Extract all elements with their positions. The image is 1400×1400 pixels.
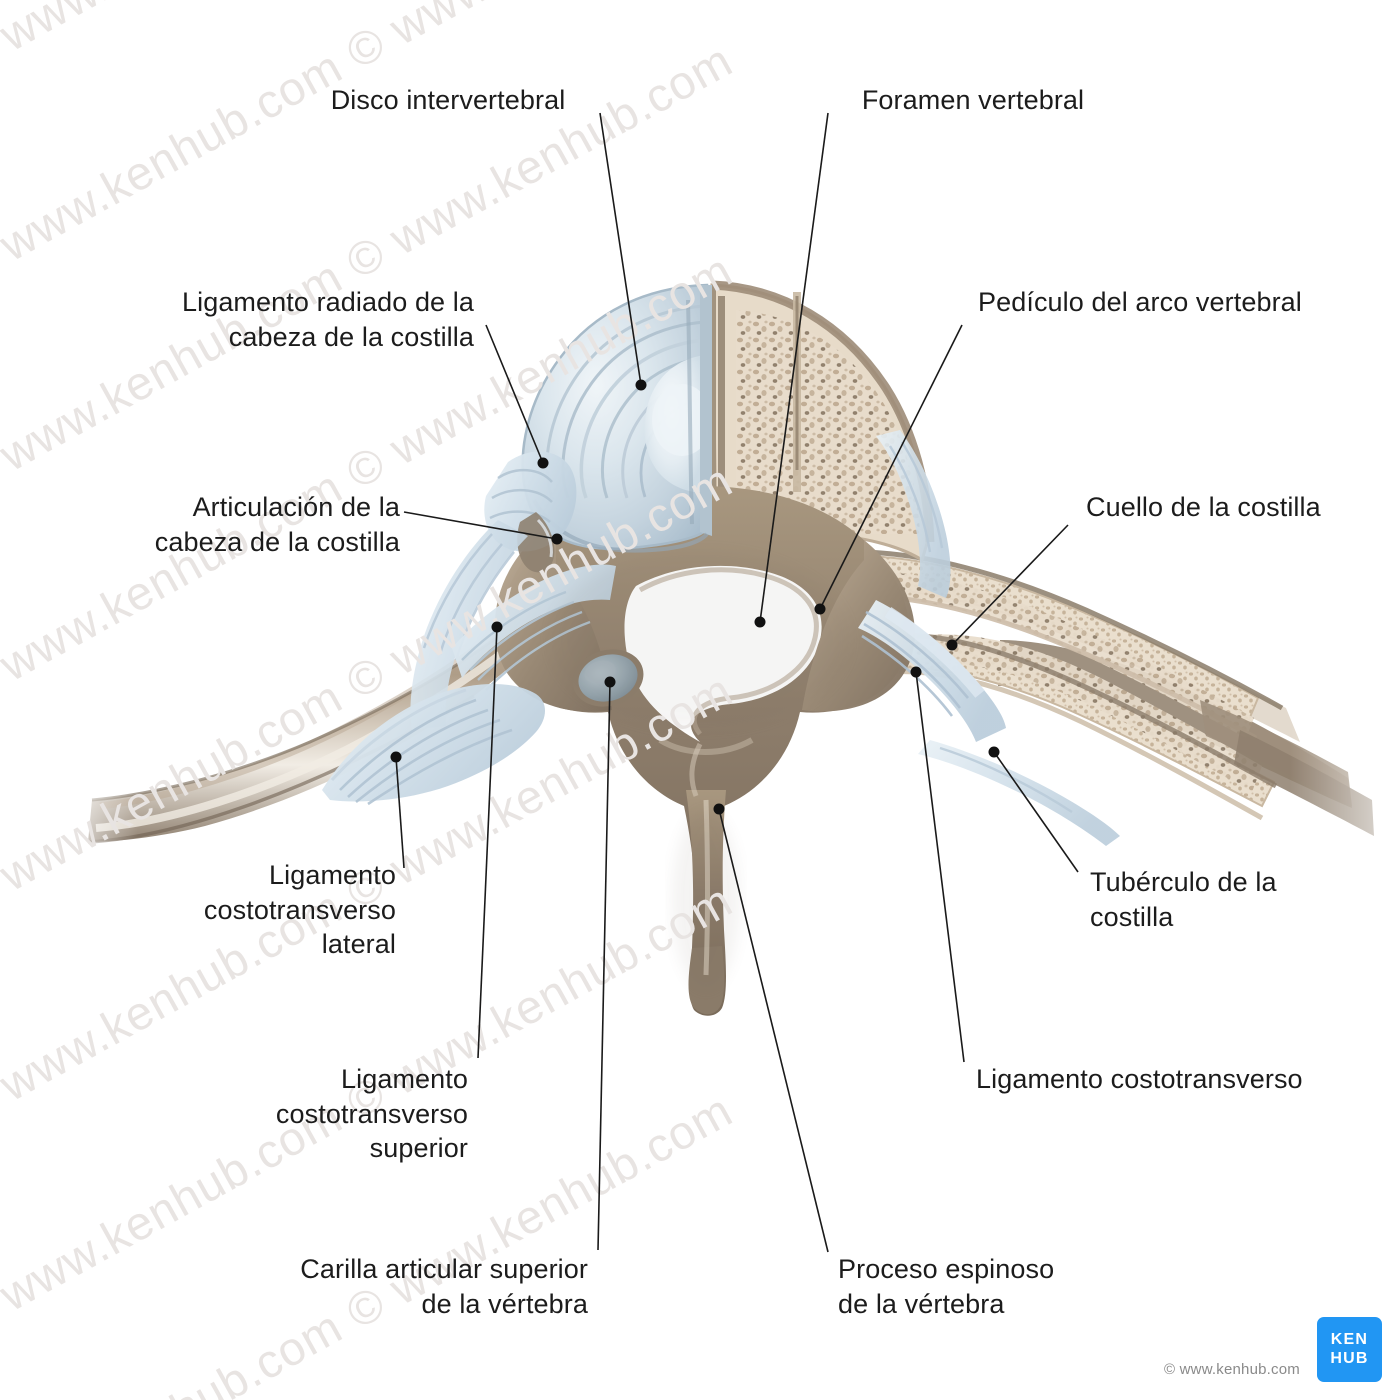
copyright-text: © www.kenhub.com [1164,1361,1300,1378]
label-ligamento-costotransverso-superior: Ligamento costotransverso superior [275,1064,468,1164]
kenhub-logo[interactable]: KEN HUB [1317,1317,1382,1382]
label-articulacion-cabeza-costilla: Articulación de la cabeza de la costilla [154,492,400,557]
label-disco-intervertebral: Disco intervertebral [330,85,566,115]
kenhub-logo-line2: HUB [1330,1349,1369,1367]
label-proceso-espinoso: Proceso espinoso de la vértebra [838,1254,1055,1319]
label-ligamento-costotransverso: Ligamento costotransverso [976,1064,1303,1094]
label-tuberculo-costilla: Tubérculo de la costilla [1090,867,1277,932]
label-pediculo-arco-vertebral: Pedículo del arco vertebral [978,287,1302,317]
label-ligamento-radiado-cabeza-costilla: Ligamento radiado de la cabeza de la cos… [181,287,474,352]
right-rib-cross-section [855,549,1400,850]
kenhub-logo-line1: KEN [1330,1331,1369,1349]
inferior-right-ligament [918,740,1120,846]
label-cuello-costilla: Cuello de la costilla [1086,492,1321,522]
label-ligamento-costotransverso-lateral: Ligamento costotransverso lateral [203,860,396,960]
label-carilla-articular-superior: Carilla articular superior de la vértebr… [300,1254,588,1319]
label-foramen-vertebral: Foramen vertebral [861,85,1085,115]
